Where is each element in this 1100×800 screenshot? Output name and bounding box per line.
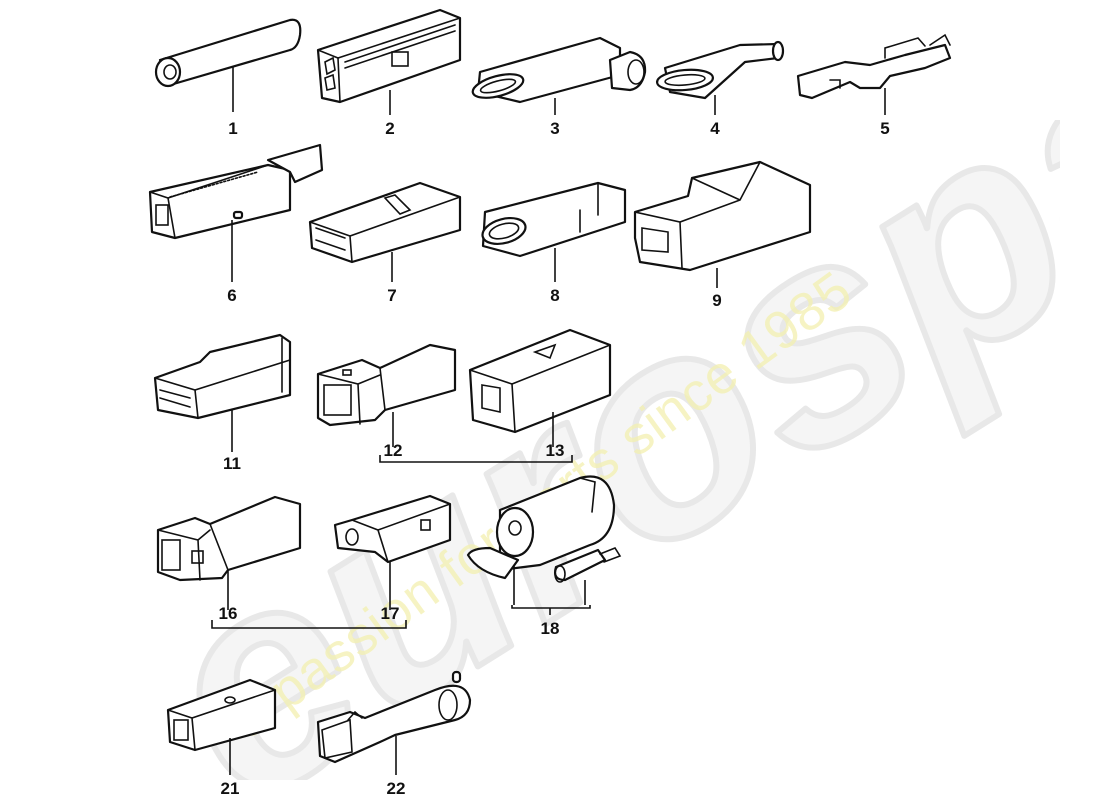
- callout-part-11[interactable]: 11: [223, 454, 241, 473]
- callout-part-18[interactable]: 18: [540, 619, 560, 638]
- callout-part-9[interactable]: 9: [712, 291, 722, 310]
- part-3-sleeve-boot[interactable]: [470, 36, 647, 115]
- bracket-12-13: [379, 455, 573, 463]
- callout-part-12[interactable]: 12: [383, 441, 403, 460]
- callout-part-21[interactable]: 21: [220, 779, 240, 798]
- callout-part-5[interactable]: 5: [880, 119, 890, 138]
- callout-part-6[interactable]: 6: [227, 286, 237, 305]
- callout-part-22[interactable]: 22: [386, 779, 406, 798]
- part-4-boot[interactable]: [655, 40, 785, 115]
- part-13-housing[interactable]: [468, 328, 612, 447]
- part-21-sleeve[interactable]: [166, 678, 277, 775]
- part-9-housing[interactable]: [633, 160, 812, 288]
- part-2-housing[interactable]: [316, 8, 462, 115]
- callout-part-16[interactable]: 16: [218, 604, 238, 623]
- part-12-housing[interactable]: [316, 343, 457, 447]
- callout-part-4[interactable]: 4: [710, 119, 720, 138]
- part-18-connector[interactable]: [466, 475, 622, 615]
- callout-part-2[interactable]: 2: [385, 119, 395, 138]
- part-22-plug[interactable]: [316, 670, 472, 775]
- part-1-tube[interactable]: [154, 18, 302, 112]
- callout-part-13[interactable]: 13: [545, 441, 565, 460]
- callout-part-1[interactable]: 1: [228, 119, 238, 138]
- callout-part-8[interactable]: 8: [550, 286, 560, 305]
- callout-part-17[interactable]: 17: [380, 604, 400, 623]
- part-17-housing[interactable]: [333, 494, 452, 610]
- callout-part-7[interactable]: 7: [387, 286, 397, 305]
- part-16-housing[interactable]: [156, 495, 302, 610]
- part-7-housing[interactable]: [308, 181, 462, 282]
- callout-part-3[interactable]: 3: [550, 119, 560, 138]
- bracket-16-17: [211, 620, 407, 629]
- part-11-housing[interactable]: [153, 333, 292, 452]
- part-8-sleeve[interactable]: [480, 181, 627, 282]
- part-6-housing[interactable]: [148, 143, 324, 282]
- part-5-terminal[interactable]: [796, 33, 952, 115]
